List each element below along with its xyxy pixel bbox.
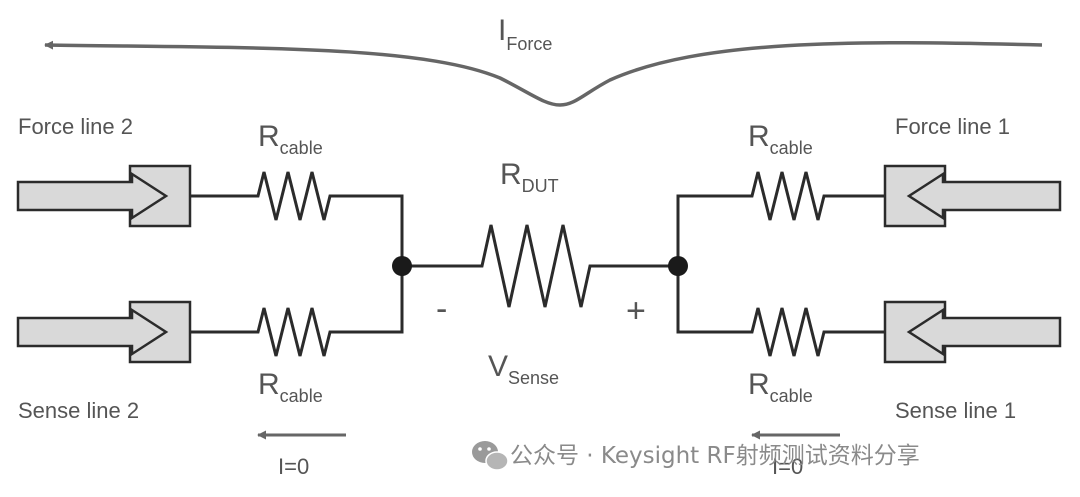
left-junction-node	[392, 256, 412, 276]
right-bottom-cable-resistor	[676, 266, 885, 357]
minus-sign: -	[436, 290, 447, 328]
left-top-cable-label: Rcable	[258, 120, 323, 158]
left-bottom-cable-resistor	[190, 266, 404, 357]
plus-sign: +	[626, 292, 646, 330]
dut-label: RDUT	[500, 158, 559, 196]
force-current-label: IForce	[498, 14, 552, 54]
sense-line-1-label: Sense line 1	[895, 398, 1016, 423]
right-top-cable-label: Rcable	[748, 120, 813, 158]
watermark-text: 公众号 · Keysight RF射频测试资料分享	[510, 443, 920, 469]
force-line-1-label: Force line 1	[895, 114, 1010, 139]
left-sense-current-label: I=0	[278, 454, 309, 479]
left-bottom-cable-label: Rcable	[258, 368, 323, 406]
force-current-arrow	[44, 40, 1043, 107]
sense-line-2-label: Sense line 2	[18, 398, 139, 423]
right-junction-node	[668, 256, 688, 276]
force-line-2-connector	[16, 164, 192, 228]
sense-line-1-connector	[883, 300, 1062, 364]
wechat-icon	[472, 441, 509, 471]
sense-line-2-connector	[16, 300, 192, 364]
force-line-1-connector	[883, 164, 1062, 228]
force-line-2-label: Force line 2	[18, 114, 133, 139]
dut-resistor	[402, 224, 678, 308]
sense-voltage-label: VSense	[488, 350, 559, 388]
left-top-cable-resistor	[190, 171, 404, 266]
right-top-cable-resistor	[676, 171, 885, 266]
right-bottom-cable-label: Rcable	[748, 368, 813, 406]
right-sense-current-label: I=0	[772, 454, 803, 479]
